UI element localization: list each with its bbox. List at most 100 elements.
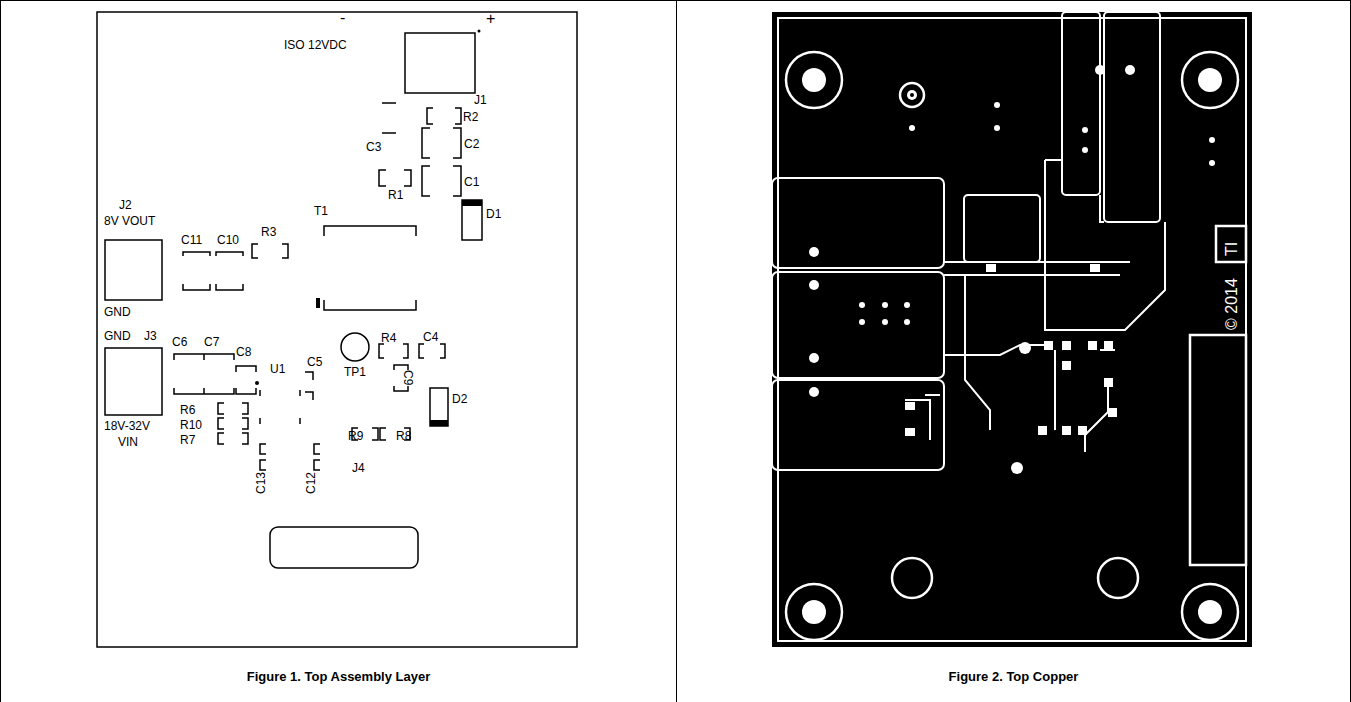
silkscreen-label: T1	[314, 205, 328, 217]
capacitor-outline	[394, 365, 408, 391]
via-ring	[1098, 558, 1138, 598]
silkscreen-label: C9	[402, 370, 414, 385]
silkscreen-label: R3	[261, 226, 276, 238]
via	[1082, 127, 1088, 133]
smd-pad	[1104, 378, 1113, 387]
resistor-outline	[352, 428, 378, 440]
assembly-marks	[255, 30, 482, 427]
capacitor-outline	[236, 366, 256, 394]
silkscreen-label: R7	[180, 434, 195, 446]
pour-outline	[1045, 160, 1104, 222]
copper-pads	[802, 65, 1222, 624]
via	[1125, 65, 1135, 75]
pin1-dot	[478, 30, 481, 33]
polarity-mark	[382, 102, 396, 104]
capacitor-outline	[422, 128, 461, 158]
smd-pad	[1062, 426, 1071, 435]
mounting-hole	[1198, 600, 1222, 624]
via	[809, 280, 819, 290]
via	[809, 387, 819, 397]
silkscreen-label: D2	[452, 393, 467, 405]
capacitor-outline	[305, 372, 313, 400]
pour-outline	[1062, 12, 1100, 195]
drill-hole	[908, 574, 916, 582]
figure-caption: Figure 2. Top Copper	[677, 669, 1350, 684]
via	[882, 302, 888, 308]
resistor-outline	[218, 403, 248, 444]
drill-hole	[1114, 574, 1122, 582]
connector-outline	[105, 240, 162, 300]
connector-outline	[405, 33, 475, 93]
via	[1019, 342, 1031, 354]
via	[1209, 137, 1215, 143]
drill-hole	[910, 93, 914, 97]
board-outline	[97, 12, 577, 647]
connector-outline	[105, 348, 162, 415]
assembly-outlines	[97, 12, 577, 647]
smd-pad	[1044, 341, 1053, 350]
pour-outline	[1104, 12, 1160, 222]
silkscreen-label: J3	[144, 330, 157, 342]
silkscreen-label: ISO 12VDC	[284, 39, 347, 51]
smd-pad	[1062, 341, 1071, 350]
copper-trace	[944, 262, 1130, 275]
smd-pad	[1090, 264, 1100, 272]
silkscreen-label: C3	[366, 141, 381, 153]
silkscreen-label: -	[340, 10, 345, 26]
silkscreen-label: GND	[104, 306, 131, 318]
polarity-mark	[382, 132, 396, 134]
diode-band	[462, 200, 482, 206]
via	[994, 125, 1000, 131]
silkscreen-label: J4	[352, 462, 365, 474]
copper-pour	[772, 12, 1252, 647]
via	[909, 125, 915, 131]
resistor-outline	[379, 170, 411, 186]
silkscreen-label: R9	[348, 430, 363, 442]
silkscreen-label: J1	[474, 94, 487, 106]
smd-pad	[1078, 426, 1087, 435]
silkscreen-label: J2	[119, 199, 132, 211]
silkscreen-label: R6	[180, 404, 195, 416]
silkscreen-label: C5	[307, 356, 322, 368]
silkscreen-label: C8	[236, 346, 251, 358]
label-area	[1190, 335, 1246, 565]
silkscreen-label: TP1	[344, 366, 366, 378]
resistor-outline	[427, 108, 461, 124]
pad-area	[772, 178, 944, 268]
via	[1095, 65, 1105, 75]
via	[809, 353, 819, 363]
capacitor-outline	[314, 444, 320, 470]
silkscreen-label: R2	[463, 111, 478, 123]
silkscreen-label: R1	[388, 189, 403, 201]
silkscreen-label: C1	[464, 176, 479, 188]
silkscreen-label: U1	[270, 363, 285, 375]
smd-pad	[1038, 426, 1047, 435]
capacitor-outline	[183, 252, 210, 290]
resistor-outline	[379, 344, 408, 358]
pour-outline	[964, 195, 1040, 262]
mounting-hole	[1198, 68, 1222, 92]
via	[904, 302, 910, 308]
silkscreen-label: C13	[255, 472, 267, 494]
logo-box	[1216, 226, 1246, 262]
via-ring	[900, 83, 924, 107]
smd-pad	[1104, 341, 1113, 350]
silkscreen-label: C4	[423, 331, 438, 343]
via-holes	[908, 93, 1122, 582]
mounting-hole	[802, 600, 826, 624]
silkscreen-label: +	[486, 11, 495, 27]
smd-pad	[1062, 361, 1071, 370]
via-ring	[892, 558, 932, 598]
silkscreen-label: C11	[181, 234, 202, 246]
label-area	[270, 527, 418, 568]
smd-pad	[986, 264, 996, 272]
resistor-outline	[252, 244, 288, 258]
pour-outline	[1045, 160, 1165, 330]
resistor-outline	[380, 428, 410, 440]
capacitor-outline	[422, 166, 461, 196]
hole-ring	[786, 584, 842, 640]
via	[859, 302, 865, 308]
capacitor-outline	[216, 252, 243, 290]
